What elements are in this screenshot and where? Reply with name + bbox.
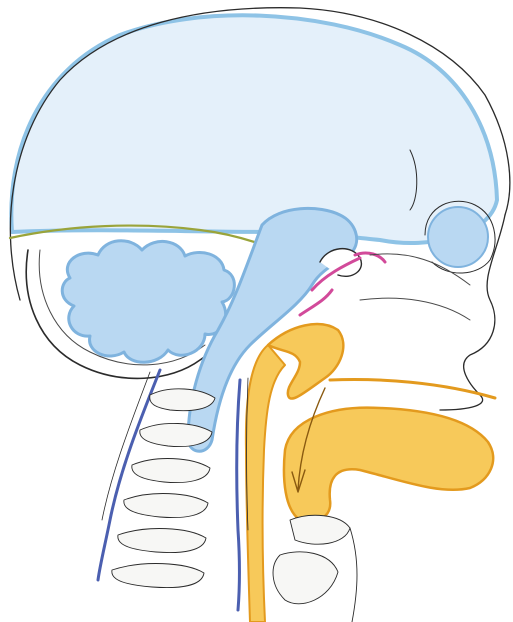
anterior-neck [273, 515, 357, 622]
neck-front-line [350, 528, 357, 622]
larynx [273, 552, 338, 604]
cerebrum-fill [11, 15, 497, 243]
vertebra-c3 [132, 459, 210, 483]
cerebellum [62, 241, 234, 363]
cervical-vessel-anterior [237, 380, 240, 610]
hyoid [290, 515, 350, 544]
tongue [284, 408, 493, 522]
vertebra-c4 [124, 494, 208, 518]
vertebra-c6 [112, 564, 204, 588]
sinus [428, 207, 488, 267]
vertebra-c2 [140, 423, 212, 446]
vertebra-c5 [118, 529, 206, 553]
